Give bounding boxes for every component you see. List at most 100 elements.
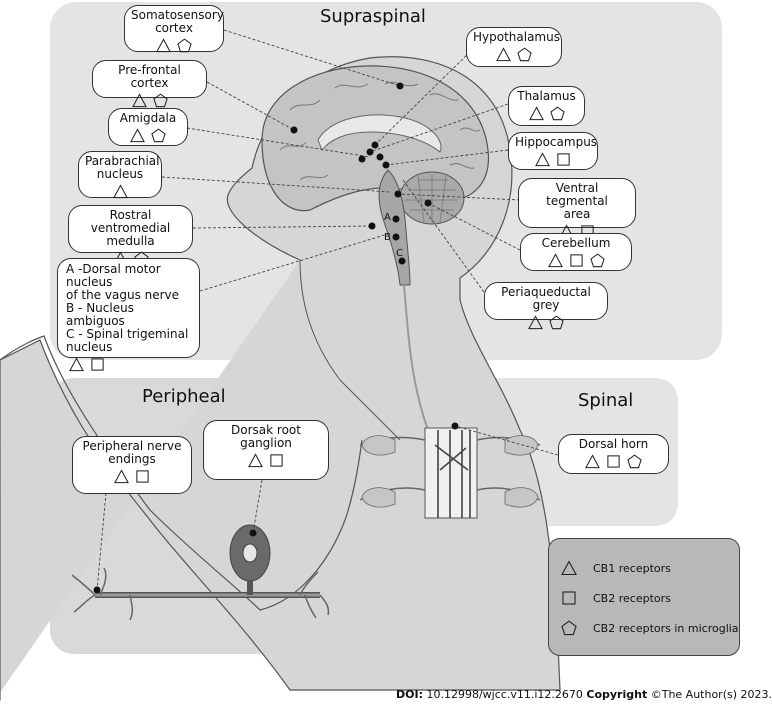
cerebellum-folia bbox=[405, 175, 458, 223]
doi-value: 10.12998/wjcc.v11.i12.2670 bbox=[426, 688, 583, 701]
label-text: Thalamus bbox=[517, 89, 576, 103]
receptor-icons bbox=[582, 454, 645, 469]
pentagon-icon bbox=[627, 454, 642, 469]
marker-a: A bbox=[384, 212, 391, 223]
marker-b: B bbox=[384, 232, 391, 243]
label-dorsal-horn: Dorsal horn bbox=[558, 434, 669, 474]
triangle-icon bbox=[156, 38, 171, 56]
triangle-icon bbox=[528, 106, 544, 124]
triangle-icon bbox=[535, 152, 550, 170]
square-icon bbox=[269, 453, 284, 471]
label-thalamus: Thalamus bbox=[508, 86, 585, 126]
pentagon-icon bbox=[151, 128, 166, 143]
label-text: Somatosensory cortex bbox=[131, 8, 224, 35]
receptor-icons bbox=[532, 152, 574, 167]
pentagon-icon bbox=[561, 620, 585, 636]
label-ventral-tegmental-area: Ventral tegmental area bbox=[518, 178, 636, 239]
region-title-peripheral: Peripheal bbox=[142, 386, 226, 407]
label-text: Parabrachial nucleus bbox=[85, 154, 160, 181]
triangle-icon bbox=[130, 128, 145, 143]
label-peripheral-nerve-endings: Peripheral nerve endings bbox=[72, 436, 192, 494]
pentagon-icon bbox=[549, 315, 564, 333]
triangle-icon bbox=[528, 315, 543, 333]
brain bbox=[261, 65, 490, 431]
arm-outline bbox=[0, 335, 363, 611]
legend-item-cb2: CB2 receptors bbox=[561, 583, 739, 613]
legend-label: CB2 receptors in microglia bbox=[593, 621, 739, 635]
square-icon bbox=[606, 454, 621, 472]
pentagon-icon bbox=[152, 93, 168, 108]
peripheral-nerve bbox=[71, 524, 330, 621]
receptor-icons bbox=[526, 106, 568, 121]
legend-label: CB1 receptors bbox=[593, 561, 671, 575]
triangle-icon bbox=[561, 560, 577, 576]
triangle-icon bbox=[130, 128, 145, 146]
label-text: Dorsak root ganglion bbox=[231, 423, 301, 450]
label-text: Hypothalamus bbox=[473, 30, 560, 44]
receptor-icons bbox=[66, 357, 108, 372]
label-text: Rostral ventromedial medulla bbox=[90, 208, 171, 248]
label-text: Periaqueductal grey bbox=[501, 285, 591, 312]
legend-item-cb2-microglia: CB2 receptors in microglia bbox=[561, 613, 739, 643]
triangle-icon bbox=[156, 38, 171, 53]
region-title-supraspinal: Supraspinal bbox=[320, 6, 426, 27]
square-icon bbox=[569, 254, 583, 267]
triangle-icon bbox=[131, 93, 147, 108]
label-brainstem-nuclei: A -Dorsal motor nucleus of the vagus ner… bbox=[57, 258, 200, 372]
label-periaqueductal-grey: Periaqueductal grey bbox=[484, 282, 608, 330]
label-text: Hippocampus bbox=[515, 135, 598, 149]
legend: CB1 receptors CB2 receptors CB2 receptor… bbox=[548, 538, 740, 656]
square-icon bbox=[561, 590, 585, 606]
label-text: Ventral tegmental area bbox=[546, 181, 608, 221]
label-rostral-ventromedial-medulla: Rostral ventromedial medulla bbox=[68, 205, 193, 266]
square-icon bbox=[557, 153, 570, 166]
label-text: Pre-frontal cortex bbox=[118, 63, 181, 90]
corpus-callosum bbox=[317, 114, 442, 153]
doi-footer: DOI: 10.12998/wjcc.v11.i12.2670 Copyrigh… bbox=[396, 688, 772, 701]
square-icon bbox=[270, 454, 283, 467]
triangle-icon bbox=[69, 357, 84, 372]
triangle-icon bbox=[112, 184, 128, 202]
triangle-icon bbox=[547, 253, 563, 271]
triangle-icon bbox=[69, 357, 84, 375]
marker-c: C bbox=[396, 248, 403, 259]
square-icon bbox=[91, 358, 104, 371]
spinal-ganglia bbox=[361, 435, 539, 508]
triangle-icon bbox=[114, 469, 129, 487]
pentagon-icon bbox=[589, 253, 605, 268]
receptor-icons bbox=[129, 93, 171, 108]
nerve-branches bbox=[71, 567, 330, 621]
receptor-icons bbox=[153, 38, 195, 53]
brainstem bbox=[378, 169, 411, 286]
label-hypothalamus: Hypothalamus bbox=[466, 27, 562, 67]
triangle-icon bbox=[528, 315, 543, 330]
triangle-icon bbox=[585, 454, 600, 469]
label-cerebellum: Cerebellum bbox=[520, 233, 632, 271]
pentagon-icon bbox=[177, 38, 192, 53]
triangle-icon bbox=[585, 454, 600, 472]
pentagon-icon bbox=[627, 454, 642, 472]
copyright-label: Copyright bbox=[586, 688, 648, 701]
label-parabrachial-nucleus: Parabrachial nucleus bbox=[78, 151, 162, 199]
square-icon bbox=[562, 591, 576, 605]
label-amigdala: Amigdala bbox=[108, 108, 188, 146]
receptor-icons bbox=[525, 315, 567, 330]
location-dots bbox=[93, 82, 459, 594]
receptor-icons bbox=[111, 469, 153, 484]
pentagon-icon bbox=[151, 128, 166, 146]
label-text: Cerebellum bbox=[541, 236, 611, 250]
spinal-cord-section bbox=[359, 427, 541, 519]
pentagon-icon bbox=[517, 47, 532, 62]
label-hippocampus: Hippocampus bbox=[508, 132, 598, 170]
triangle-icon bbox=[535, 152, 550, 167]
pentagon-icon bbox=[589, 253, 605, 271]
spinal-cord-line bbox=[403, 284, 429, 431]
receptor-icons bbox=[127, 128, 169, 143]
square-icon bbox=[607, 455, 620, 468]
receptor-icons bbox=[245, 453, 287, 468]
pentagon-icon bbox=[517, 47, 532, 65]
pentagon-icon bbox=[549, 106, 565, 121]
square-icon bbox=[556, 152, 571, 170]
square-icon bbox=[135, 469, 150, 487]
